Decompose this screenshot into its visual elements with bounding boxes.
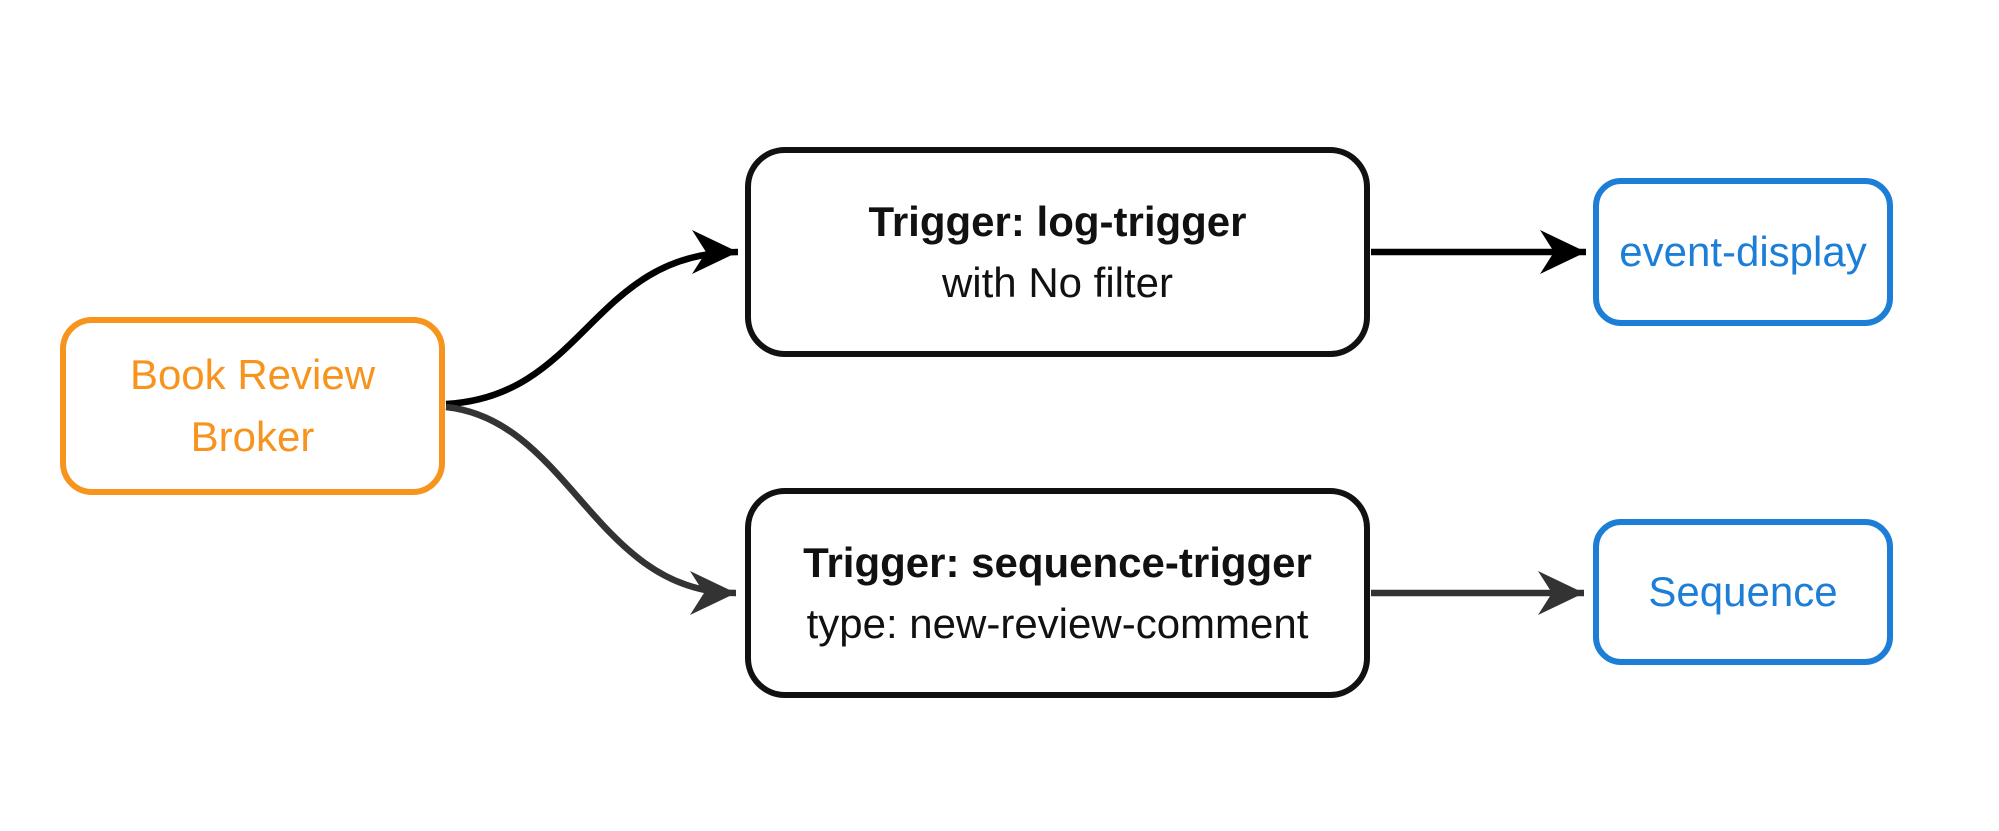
- node-sequence-trigger-subtitle: type: new-review-comment: [806, 600, 1309, 647]
- node-sequence-label: Sequence: [1648, 568, 1838, 615]
- node-sequence-trigger-title: Trigger: sequence-trigger: [803, 538, 1312, 586]
- edge-broker-to-sequence-trigger: [445, 403, 737, 615]
- edge-broker-to-log-trigger: [445, 230, 739, 408]
- node-log-trigger-subtitle: with No filter: [941, 259, 1174, 306]
- node-book-review-broker-label: Book Review Broker: [129, 350, 376, 460]
- node-sequence: Sequence: [1593, 519, 1893, 665]
- node-sequence-trigger: Trigger: sequence-trigger type: new-revi…: [745, 488, 1370, 698]
- node-event-display-label: event-display: [1619, 228, 1867, 275]
- node-event-display: event-display: [1593, 178, 1893, 326]
- node-log-trigger-title: Trigger: log-trigger: [868, 197, 1247, 245]
- node-book-review-broker: Book Review Broker: [60, 317, 445, 495]
- node-log-trigger: Trigger: log-trigger with No filter: [745, 147, 1370, 357]
